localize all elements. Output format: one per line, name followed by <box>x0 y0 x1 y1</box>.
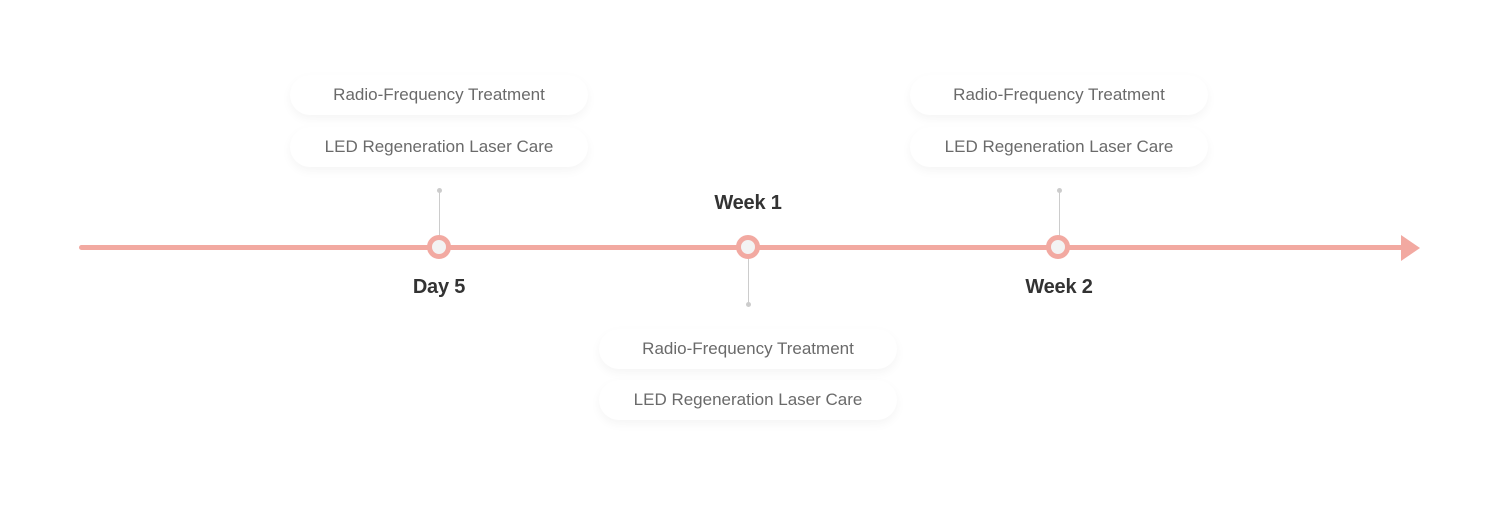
connector-line <box>439 190 440 238</box>
connector-dot <box>746 302 751 307</box>
treatment-card: LED Regeneration Laser Care <box>290 127 588 167</box>
treatment-card: Radio-Frequency Treatment <box>599 329 897 369</box>
treatment-card: Radio-Frequency Treatment <box>910 75 1208 115</box>
milestone-node <box>427 235 451 259</box>
milestone-label: Week 2 <box>1025 276 1093 298</box>
milestone-label: Week 1 <box>714 192 782 214</box>
connector-line <box>1059 190 1060 238</box>
milestone-node <box>736 235 760 259</box>
connector-line <box>748 258 749 304</box>
treatment-card: LED Regeneration Laser Care <box>599 380 897 420</box>
treatment-card: Radio-Frequency Treatment <box>290 75 588 115</box>
arrow-head-icon <box>1401 235 1420 261</box>
milestone-label: Day 5 <box>412 276 466 298</box>
milestone-node <box>1046 235 1070 259</box>
treatment-card: LED Regeneration Laser Care <box>910 127 1208 167</box>
